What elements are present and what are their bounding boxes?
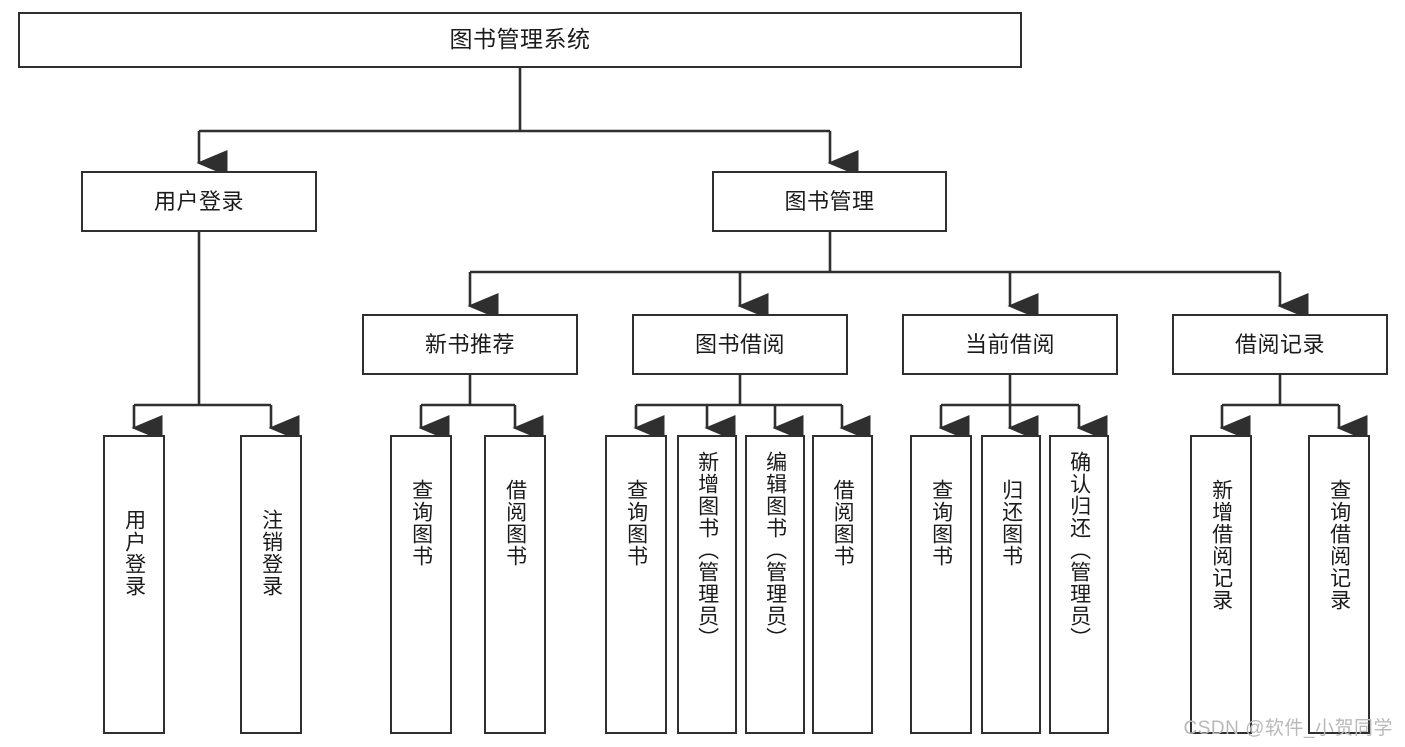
node-label: 新增图书（管理员） [695, 451, 719, 649]
node-label: 当前借阅 [964, 331, 1055, 357]
leaf-logout[interactable]: 注销登录 [240, 435, 302, 734]
node-borrow-record[interactable]: 借阅记录 [1172, 314, 1388, 375]
leaf-borrow-book[interactable]: 借阅图书 [812, 435, 873, 734]
node-label: 查询图书 [409, 479, 433, 567]
node-current-borrow[interactable]: 当前借阅 [902, 314, 1118, 375]
node-label: 借阅图书 [503, 479, 527, 567]
leaf-query-book-borrow[interactable]: 查询图书 [605, 435, 667, 734]
leaf-query-book-recommend[interactable]: 查询图书 [390, 435, 452, 734]
node-label: 借阅图书 [831, 479, 855, 567]
node-label: 编辑图书（管理员） [763, 451, 787, 649]
node-label: 新增借阅记录 [1209, 479, 1233, 611]
leaf-return-book[interactable]: 归还图书 [981, 435, 1041, 734]
node-label: 新书推荐 [424, 331, 515, 357]
leaf-user-login[interactable]: 用户登录 [103, 435, 165, 734]
csdn-watermark: CSDN @软件_小贺同学 [1183, 718, 1393, 739]
node-book-borrow[interactable]: 图书借阅 [632, 314, 848, 375]
node-new-book-recommend[interactable]: 新书推荐 [362, 314, 578, 375]
node-label: 注销登录 [259, 509, 283, 597]
node-book-management[interactable]: 图书管理 [712, 171, 947, 232]
leaf-query-book-current[interactable]: 查询图书 [910, 435, 972, 734]
node-user-login[interactable]: 用户登录 [81, 171, 317, 232]
leaf-add-borrow-record[interactable]: 新增借阅记录 [1190, 435, 1252, 734]
leaf-confirm-return-admin[interactable]: 确认归还（管理员） [1049, 435, 1109, 734]
node-label: 查询图书 [624, 479, 648, 567]
node-label: 图书管理系统 [449, 26, 591, 53]
node-label: 借阅记录 [1234, 331, 1325, 357]
node-label: 查询借阅记录 [1327, 479, 1351, 611]
node-root-system[interactable]: 图书管理系统 [18, 12, 1022, 68]
leaf-edit-book-admin[interactable]: 编辑图书（管理员） [745, 435, 805, 734]
node-label: 图书借阅 [694, 331, 785, 357]
leaf-add-book-admin[interactable]: 新增图书（管理员） [677, 435, 737, 734]
node-label: 归还图书 [999, 479, 1023, 567]
leaf-query-borrow-record[interactable]: 查询借阅记录 [1308, 435, 1370, 734]
node-label: 图书管理 [784, 188, 875, 214]
node-label: 确认归还（管理员） [1067, 451, 1091, 649]
node-label: 用户登录 [153, 188, 244, 214]
node-label: 查询图书 [929, 479, 953, 567]
node-label: 用户登录 [122, 509, 146, 597]
leaf-borrow-book-recommend[interactable]: 借阅图书 [484, 435, 546, 734]
